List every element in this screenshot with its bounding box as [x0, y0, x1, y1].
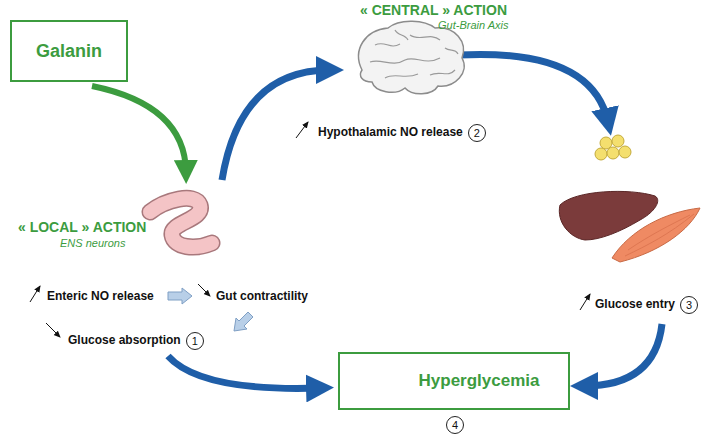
section-heading: « LOCAL » ACTION: [18, 219, 146, 235]
cycle-arrow: [222, 70, 330, 180]
galanin-arrow: [92, 86, 186, 172]
fat-cell: [607, 147, 619, 159]
section-subheading: Gut-Brain Axis: [438, 19, 509, 31]
gut-illustration: [150, 198, 212, 247]
effect-arrow: [168, 288, 192, 304]
increase-arrow: [30, 286, 40, 302]
input-box: Galanin: [10, 20, 128, 82]
effect-label: Glucose absorption: [68, 333, 181, 347]
fat-cell: [595, 148, 607, 160]
gut-outline: [150, 198, 212, 247]
box-label: Galanin: [36, 41, 102, 62]
effect-arrow: [234, 312, 253, 331]
outcome-box: Hyperglycemia: [338, 352, 570, 410]
box-label: Hyperglycemia: [419, 371, 540, 391]
muscle-fibres: [625, 214, 694, 256]
cycle-arrow: [168, 356, 320, 388]
brain-outline: [359, 21, 465, 94]
callout-number: 2: [468, 124, 486, 142]
decrease-arrow: [198, 284, 210, 296]
fat-cell: [619, 146, 631, 158]
brain-illustration: [359, 21, 465, 94]
callout-number: 3: [680, 296, 698, 314]
adipocytes: [595, 135, 631, 160]
effect-label: Glucose entry: [595, 297, 675, 311]
increase-arrow: [580, 294, 590, 310]
callout-number: 1: [186, 332, 204, 350]
section-heading: « CENTRAL » ACTION: [360, 2, 507, 18]
muscle-illustration: [612, 208, 700, 262]
decrease-arrow: [46, 323, 60, 337]
gut-fill: [150, 198, 212, 247]
cycle-arrow: [584, 324, 662, 386]
effect-label: Hypothalamic NO release: [318, 125, 463, 139]
effect-label: Gut contractility: [216, 289, 308, 303]
section-subheading: ENS neurons: [60, 237, 125, 249]
brain-folds: [370, 30, 458, 78]
increase-arrow: [296, 122, 308, 138]
cycle-arrow: [458, 54, 608, 122]
fat-cell: [612, 135, 624, 147]
callout-number: 4: [446, 416, 464, 434]
muscle-outline: [612, 208, 700, 262]
effect-label: Enteric NO release: [47, 289, 154, 303]
